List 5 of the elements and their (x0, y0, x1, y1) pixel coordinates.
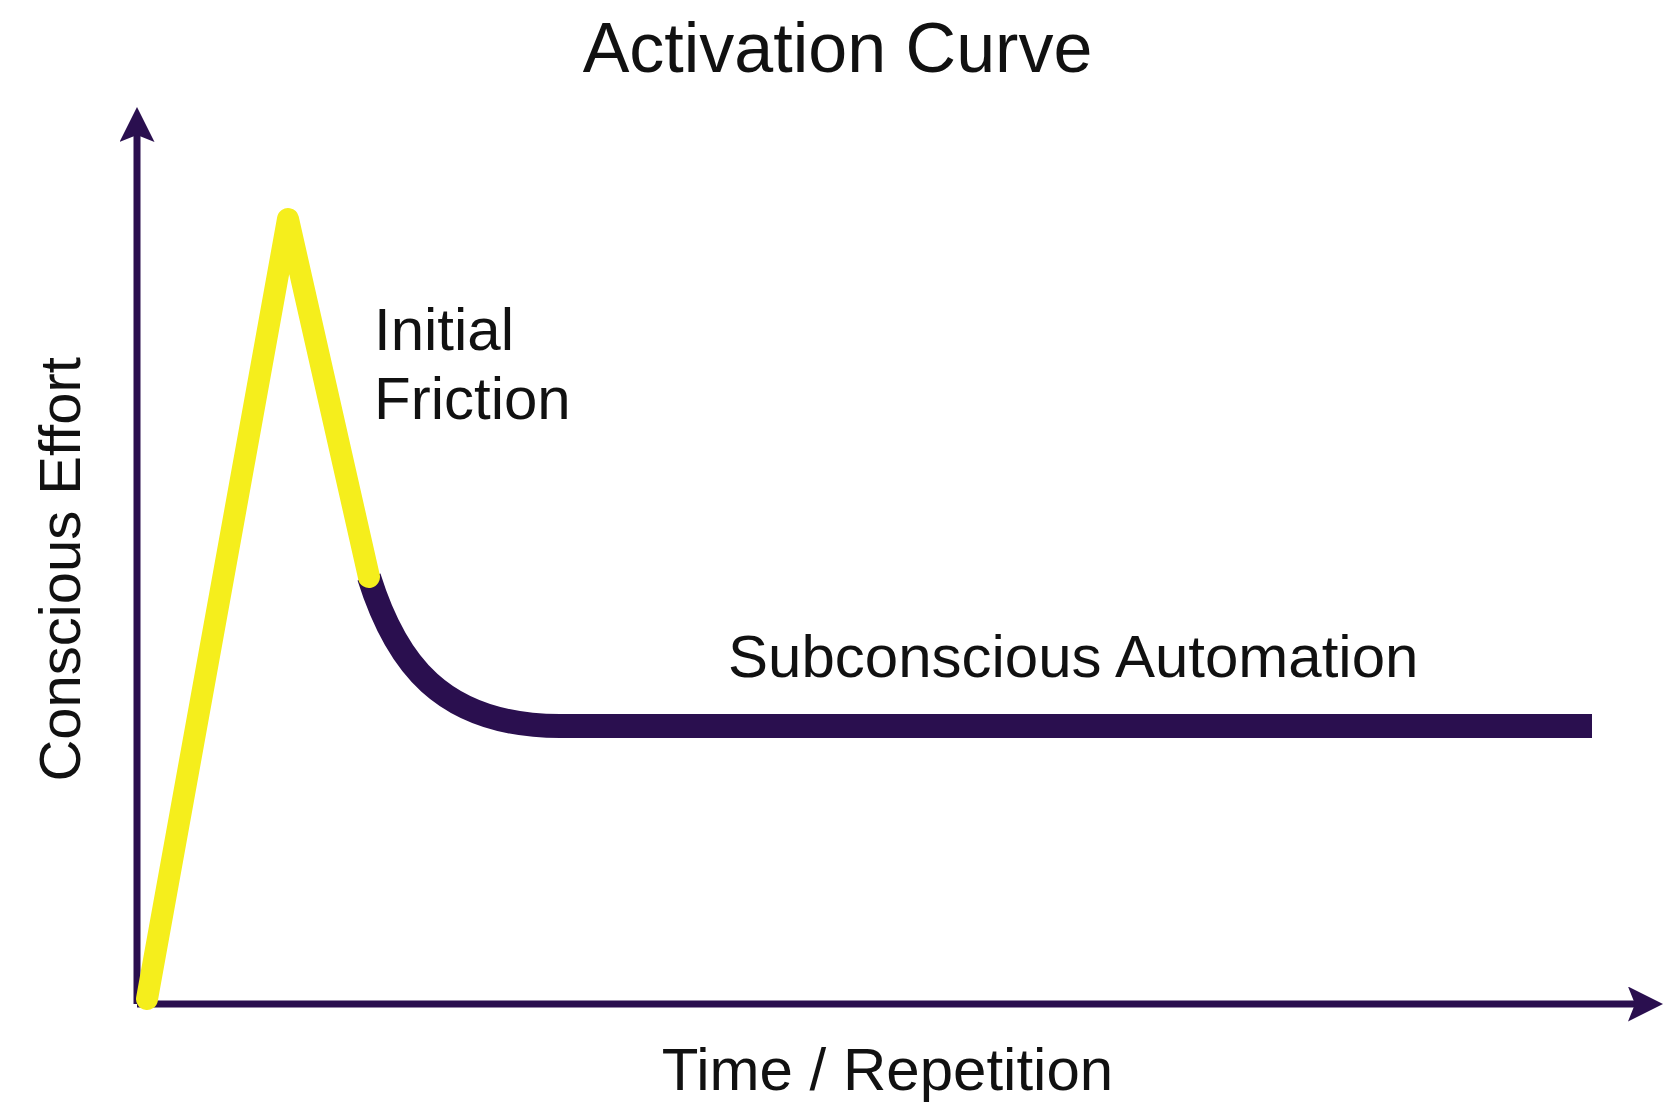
chart-title: Activation Curve (581, 8, 1094, 89)
y-axis-label: Conscious Effort (26, 356, 93, 784)
phase-label: Subconscious Automation (728, 622, 1419, 691)
phase-label: Initial Friction (374, 295, 572, 433)
x-axis-label: Time / Repetition (660, 1035, 1115, 1104)
